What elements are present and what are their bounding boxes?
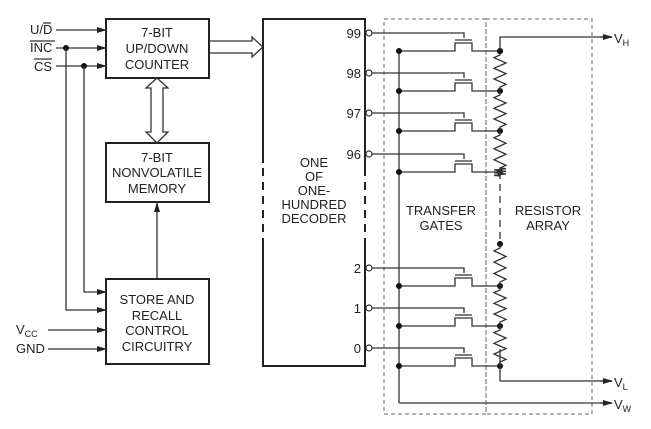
cs-to-control bbox=[83, 66, 106, 293]
memory-line3: MEMORY bbox=[128, 181, 187, 196]
gate-line bbox=[372, 112, 465, 118]
gate-line bbox=[372, 307, 465, 313]
transfer-gate-transistor bbox=[399, 82, 500, 92]
wiper-junction bbox=[396, 363, 402, 369]
control-line4: CIRCUITRY bbox=[122, 339, 193, 354]
gnd-label: GND bbox=[16, 341, 45, 356]
cs-label: CS bbox=[34, 59, 52, 74]
decoder-output-label: 0 bbox=[354, 341, 361, 356]
resistor bbox=[492, 326, 508, 366]
output-bubble bbox=[365, 29, 373, 37]
wiper-junction bbox=[396, 283, 402, 289]
decoder-output-label: 98 bbox=[347, 66, 361, 81]
resistor-array-line1: RESISTOR bbox=[515, 203, 581, 218]
inc-to-control bbox=[65, 48, 106, 311]
decoder-line2: OF bbox=[305, 169, 323, 184]
transfer-gates-line1: TRANSFER bbox=[406, 203, 476, 218]
wiper-junction bbox=[396, 88, 402, 94]
transfer-gates-line2: GATES bbox=[419, 218, 462, 233]
ud-label: U/D bbox=[30, 22, 52, 37]
memory-block bbox=[105, 142, 210, 203]
output-bubble bbox=[365, 304, 373, 312]
inc-label: INC bbox=[30, 40, 52, 55]
resistor bbox=[492, 131, 508, 172]
memory-line1: 7-BIT bbox=[141, 150, 173, 165]
output-bubble bbox=[365, 109, 373, 117]
wiper-junction bbox=[396, 169, 402, 175]
counter-line1: 7-BIT bbox=[141, 25, 173, 40]
gate-line bbox=[372, 153, 465, 159]
resistor-stub bbox=[493, 167, 507, 177]
resistor bbox=[492, 244, 508, 286]
bus-arrow-counter-decoder bbox=[209, 35, 264, 59]
decoder-line3: ONE- bbox=[298, 183, 331, 198]
gate-line bbox=[372, 347, 465, 353]
output-bubble bbox=[365, 264, 373, 272]
output-bubble bbox=[365, 150, 373, 158]
resistor bbox=[492, 51, 508, 91]
vh-line bbox=[499, 36, 612, 51]
control-line3: CONTROL bbox=[125, 323, 189, 338]
output-bubble bbox=[365, 344, 373, 352]
decoder-line1: ONE bbox=[300, 155, 329, 170]
vh-label: VH bbox=[614, 31, 629, 48]
transfer-gate-transistor bbox=[399, 277, 500, 287]
wiper-junction bbox=[396, 128, 402, 134]
decoder-line4: HUNDRED bbox=[282, 197, 347, 212]
gate-line bbox=[372, 267, 465, 273]
output-bubble bbox=[365, 69, 373, 77]
resistor bbox=[492, 91, 508, 131]
memory-line2: NONVOLATILE bbox=[112, 165, 202, 180]
wiper-junction bbox=[396, 323, 402, 329]
transfer-gate-transistor bbox=[399, 122, 500, 132]
decoder-output-label: 99 bbox=[347, 26, 361, 41]
gate-line bbox=[372, 72, 465, 78]
transfer-gate-transistor bbox=[399, 42, 500, 52]
transfer-gates-section bbox=[383, 18, 487, 415]
vl-line bbox=[499, 349, 612, 382]
control-line2: RECALL bbox=[132, 308, 183, 323]
vcc-label: VCC bbox=[16, 322, 38, 339]
counter-line3: COUNTER bbox=[125, 57, 189, 72]
counter-line2: UP/DOWN bbox=[126, 41, 189, 56]
resistor-array-line2: ARRAY bbox=[526, 218, 570, 233]
decoder-line5: DECODER bbox=[281, 211, 346, 226]
wiper-junction bbox=[396, 48, 402, 54]
gate-line bbox=[372, 32, 465, 38]
transfer-gate-transistor bbox=[399, 317, 500, 327]
control-block bbox=[105, 278, 210, 365]
decoder-output-label: 1 bbox=[354, 301, 361, 316]
decoder-output-label: 97 bbox=[347, 106, 361, 121]
transfer-gate-transistor bbox=[399, 163, 500, 173]
decoder-output-label: 96 bbox=[347, 147, 361, 162]
resistor bbox=[492, 286, 508, 326]
decoder-block bbox=[262, 18, 366, 367]
resistor-array-section bbox=[485, 18, 593, 415]
vl-label: VL bbox=[614, 375, 628, 392]
vw-label: VW bbox=[614, 397, 632, 414]
control-line1: STORE AND bbox=[120, 292, 195, 307]
counter-block bbox=[105, 18, 210, 79]
bus-arrow-counter-memory bbox=[144, 77, 170, 144]
decoder-output-label: 2 bbox=[354, 261, 361, 276]
transfer-gate-transistor bbox=[399, 357, 500, 367]
